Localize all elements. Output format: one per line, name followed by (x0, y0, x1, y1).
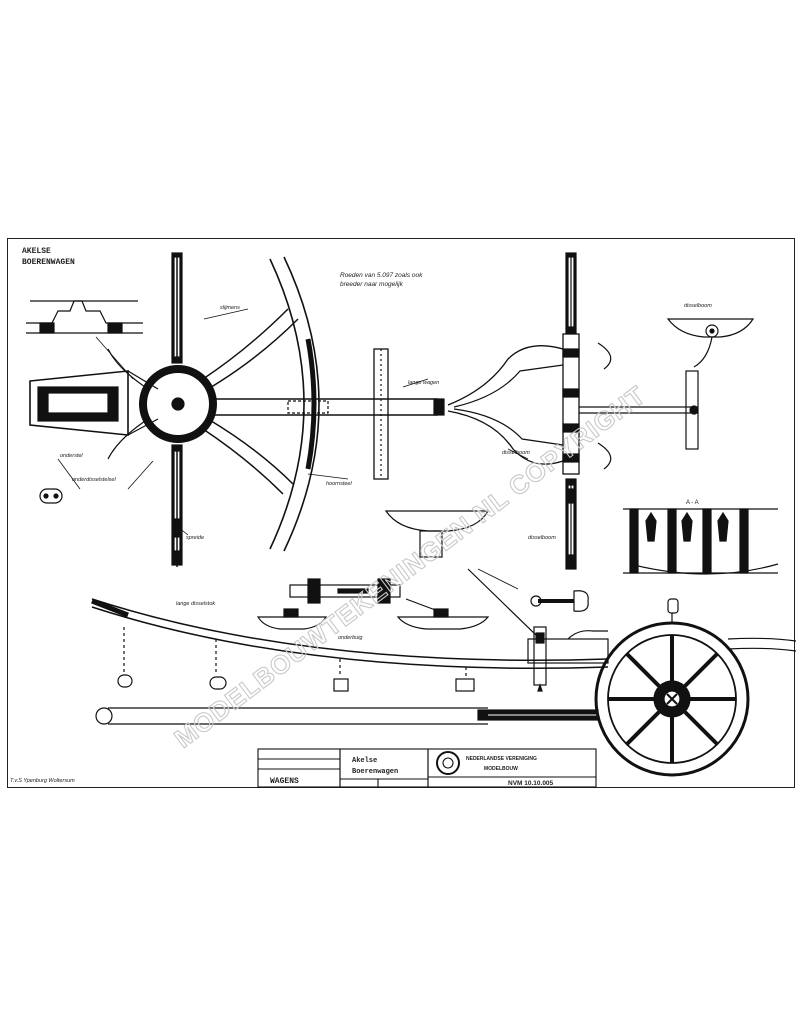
label-long-pole: lange disselstok (176, 601, 215, 607)
front-axle (171, 252, 183, 567)
spacer-detail (666, 318, 755, 368)
rear-hounds (447, 342, 699, 470)
drawing-label: WAGENS (270, 777, 299, 786)
label-cross-detail: onderbuig (338, 635, 363, 641)
sheet-title-line2: BOERENWAGEN (22, 258, 75, 267)
label-spreid: spreide (186, 535, 204, 541)
label-slider: lange wagen (408, 380, 439, 386)
title-block (257, 748, 597, 788)
note-line1: Roeden van 5.097 zoals ook (340, 272, 423, 279)
label-right-detail: disselboom (684, 303, 712, 309)
leader-lines (57, 308, 529, 590)
label-top-left: slijmens (220, 305, 240, 311)
profile-section (26, 300, 143, 334)
rear-axle (562, 252, 580, 570)
reach-pole (213, 348, 445, 480)
section-markers (117, 627, 475, 692)
t-detail (384, 510, 490, 558)
rear-block-side (467, 568, 609, 692)
drawing-number: NVM 10.10.005 (508, 780, 554, 787)
fifth-wheel (139, 365, 217, 443)
org-line1: NEDERLANDSE VERENIGING (466, 756, 537, 762)
label-axle-detail: disselboom (502, 450, 530, 456)
label-bottom-center: disselboom (528, 535, 556, 541)
drawing-sheet: AKELSE BOERENWAGEN Roeden van 5.097 zoal… (7, 238, 796, 788)
label-lower-left: onderstel (60, 453, 83, 459)
side-view-pole (91, 598, 609, 669)
sheet-title-line1: AKELSE (22, 247, 51, 256)
clip-detail (39, 488, 63, 504)
model-line2: Boerenwagen (352, 768, 398, 776)
label-lower-left2: onderdisselstelsel (72, 477, 116, 483)
bolster-side (256, 578, 490, 630)
front-bolster (29, 370, 159, 436)
technical-drawing: AKELSE BOERENWAGEN Roeden van 5.097 zoal… (10, 247, 796, 788)
curved-hounds (107, 308, 299, 495)
signature: T.v.S Ypenburg Woltersum (10, 778, 75, 784)
section-a-a (623, 508, 779, 575)
note-line2: breeder naar mogelijk (340, 281, 404, 288)
org-line2: MODELBOUW (484, 766, 518, 772)
model-line1: Akelse (352, 757, 377, 765)
watermark-text: MODELBOUWTEKENINGEN NL COPYRIGHT (169, 380, 652, 754)
wrench-detail (530, 590, 589, 612)
rear-wheel (594, 598, 796, 777)
label-horn: hoornsteel (326, 481, 352, 487)
curved-slider (269, 256, 320, 552)
bottom-pole (95, 707, 608, 725)
label-section: A - A (686, 500, 699, 506)
